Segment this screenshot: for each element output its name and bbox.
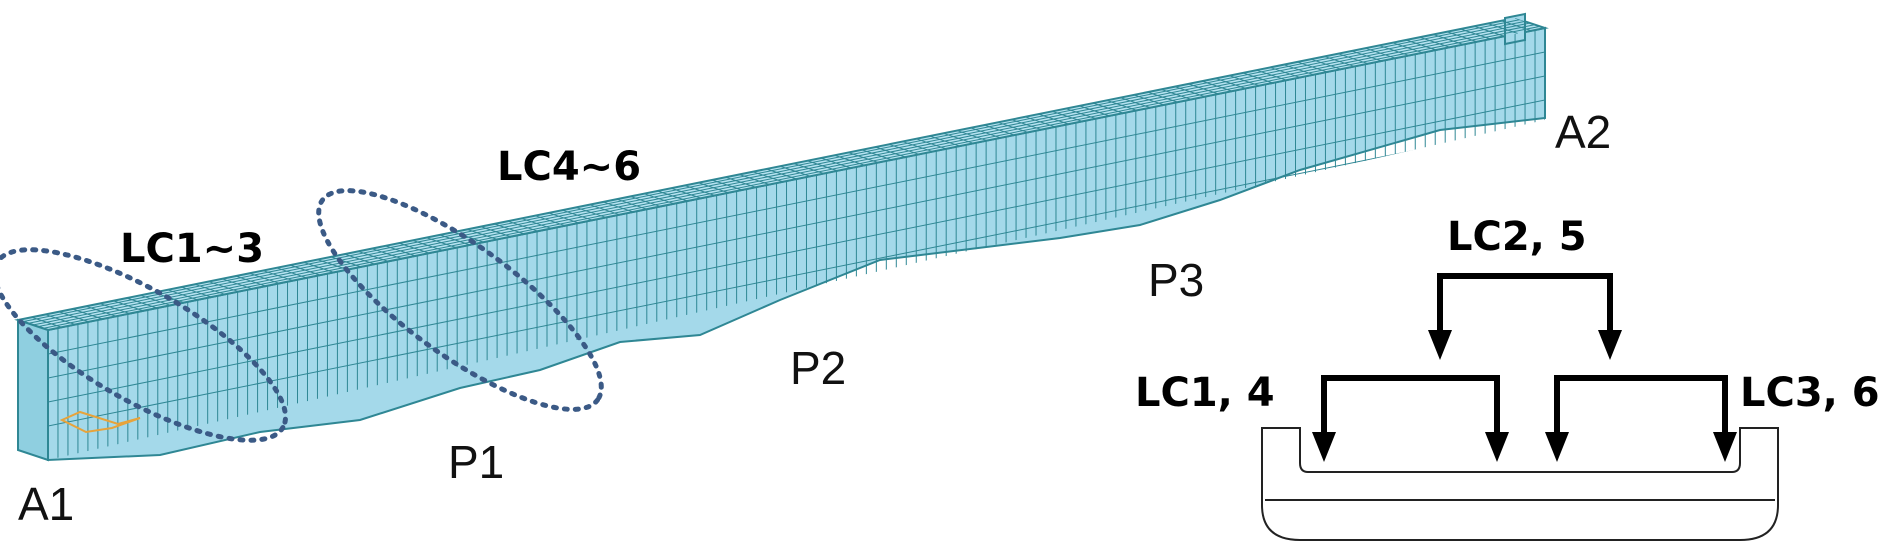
lc3-6-arrowhead-left xyxy=(1545,432,1569,462)
pier-p2-label: P2 xyxy=(790,342,846,394)
lc1-3-label: LC1~3 xyxy=(120,226,264,272)
mesh-line xyxy=(48,123,1545,427)
mesh-line xyxy=(48,75,1545,379)
mesh-line xyxy=(48,51,1545,355)
lc2-5-arrowhead-right xyxy=(1598,330,1622,360)
lc4-6-zone-ellipse xyxy=(316,188,604,412)
lc1-4-arrowhead-left xyxy=(1312,432,1336,462)
abutment-a2-label: A2 xyxy=(1555,106,1611,158)
lc1-4-arrowhead-right xyxy=(1485,432,1509,462)
mesh-line xyxy=(48,99,1545,403)
girder-end-face xyxy=(17,318,49,462)
mesh-line xyxy=(22,19,1521,323)
lc4-6-label: LC4~6 xyxy=(497,144,641,190)
bearing-support xyxy=(59,410,141,434)
lc1-4-label: LC1, 4 xyxy=(1135,370,1275,416)
abutment-a1-label: A1 xyxy=(18,478,74,530)
lc3-6-arrowhead-right xyxy=(1713,432,1737,462)
lc1-3-zone-ellipse xyxy=(0,247,289,443)
lc2-5-arrowhead-left xyxy=(1428,330,1452,360)
mesh-line xyxy=(32,22,1531,326)
cross-section-diagram: LC1, 4 LC2, 5 LC3, 6 xyxy=(1135,214,1880,541)
mesh-line xyxy=(37,24,1536,328)
cross-section-outline xyxy=(1261,427,1779,541)
mesh-line xyxy=(42,25,1541,329)
lc2-5-label: LC2, 5 xyxy=(1447,214,1587,260)
pier-p3-label: P3 xyxy=(1148,254,1204,306)
lc2-5-load-arrow xyxy=(1437,273,1613,336)
pier-p1-label: P1 xyxy=(448,436,504,488)
mesh-line xyxy=(27,20,1526,324)
lc3-6-label: LC3, 6 xyxy=(1740,370,1880,416)
lc3-6-load-arrow xyxy=(1554,375,1728,438)
lc1-4-load-arrow xyxy=(1321,375,1500,438)
